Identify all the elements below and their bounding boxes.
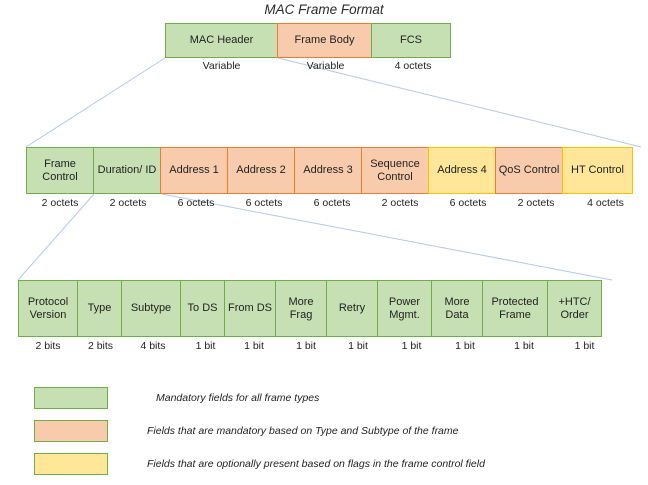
field-cell: Address 4	[428, 147, 496, 194]
mac-header-size-row: 2 octets 2 octets 6 octets 6 octets 6 octets…	[26, 197, 641, 209]
field-cell: Duration/ ID	[93, 147, 161, 194]
field-size-label: Variable	[202, 60, 241, 72]
field-size-label: Variable	[306, 60, 345, 72]
field-size-label: 2 octets	[381, 197, 419, 209]
mac-frame-size-row: Variable Variable 4 octets	[165, 60, 453, 72]
field-size-label: 1 bit	[296, 340, 316, 352]
field-cell: +HTC/ Order	[547, 280, 602, 337]
page-title: MAC Frame Format	[264, 2, 384, 17]
field-cell: From DS	[224, 280, 276, 337]
field-cell: FCS	[371, 23, 451, 58]
field-cell: QoS Control	[495, 147, 563, 194]
field-size-label: 2 bits	[87, 340, 114, 352]
field-size-label: 1 bit	[514, 340, 534, 352]
field-size-label: 1 bit	[195, 340, 216, 352]
field-cell: Frame Control	[26, 147, 94, 194]
field-cell: Frame Body	[277, 23, 372, 58]
legend-swatch-optional	[34, 452, 108, 475]
legend: Mandatory fields for all frame types Fie…	[34, 381, 634, 480]
field-size-label: 2 octets	[41, 197, 79, 209]
field-size-label: 1 bit	[401, 340, 422, 352]
field-size-label: 1 bit	[574, 340, 595, 352]
field-size-label: 4 octets	[587, 197, 624, 209]
field-cell: Address 2	[227, 147, 295, 194]
field-size-label: 6 octets	[177, 197, 215, 209]
field-size-label: 4 bits	[140, 340, 166, 352]
legend-label-typebased: Fields that are mandatory based on Type …	[147, 424, 459, 437]
legend-item-mandatory: Mandatory fields for all frame types	[34, 381, 634, 414]
field-cell: MAC Header	[165, 23, 278, 58]
field-size-label: 6 octets	[313, 197, 351, 209]
field-cell: Address 1	[160, 147, 228, 194]
field-cell: Sequence Control	[361, 147, 429, 194]
field-size-label: 6 octets	[245, 197, 283, 209]
field-cell: To DS	[180, 280, 225, 337]
legend-item-optional: Fields that are optionally present based…	[34, 447, 634, 480]
field-size-label: 1 bit	[455, 340, 475, 352]
field-size-label: 1 bit	[244, 340, 264, 352]
field-size-label: 2 octets	[109, 197, 147, 209]
field-cell: More Frag	[275, 280, 327, 337]
legend-item-typebased: Fields that are mandatory based on Type …	[34, 414, 634, 447]
field-cell: Protocol Version	[18, 280, 78, 337]
field-cell: HT Control	[562, 147, 633, 194]
field-size-label: 1 bit	[348, 340, 368, 352]
field-cell: More Data	[431, 280, 483, 337]
field-cell: Type	[77, 280, 122, 337]
field-size-label: 2 bits	[35, 340, 61, 352]
field-cell: Protected Frame	[482, 280, 548, 337]
field-size-label: 2 octets	[517, 197, 555, 209]
legend-label-mandatory: Mandatory fields for all frame types	[156, 391, 320, 404]
field-cell: Address 3	[294, 147, 362, 194]
field-cell: Retry	[326, 280, 378, 337]
frame-control-size-row: 2 bits 2 bits 4 bits 1 bit 1 bit 1 bit 1 bit 1 …	[18, 340, 612, 352]
field-cell: Power Mgmt.	[377, 280, 432, 337]
legend-label-optional: Fields that are optionally present based…	[147, 457, 485, 470]
field-size-label: 6 octets	[449, 197, 487, 209]
legend-swatch-typebased	[34, 419, 108, 442]
field-size-label: 4 octets	[394, 60, 432, 72]
field-cell: Subtype	[121, 280, 181, 337]
legend-swatch-mandatory	[34, 386, 108, 409]
